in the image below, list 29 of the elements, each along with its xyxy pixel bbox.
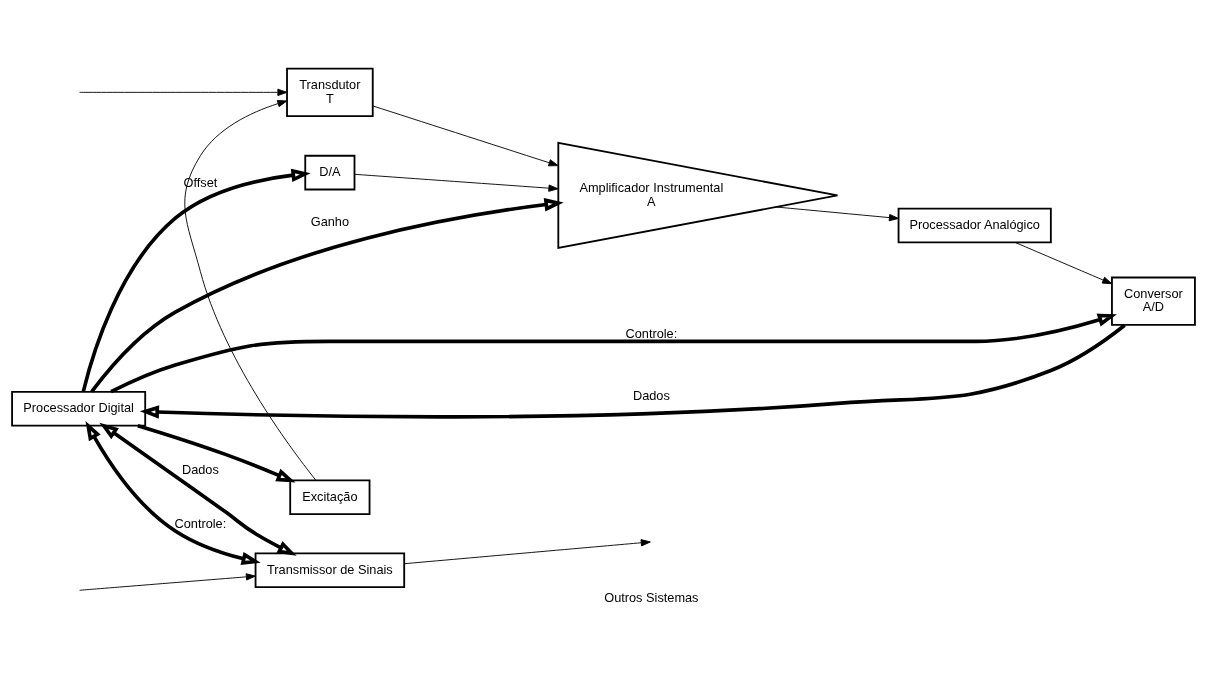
arrow <box>81 168 311 393</box>
edge-label: Controle: <box>174 515 227 531</box>
arrow <box>110 313 1117 394</box>
node-box: Transmissor de Sinais <box>254 552 406 588</box>
node-box: Conversor A/D <box>1111 276 1196 326</box>
arrow <box>354 173 559 192</box>
edge-label: Ganho <box>310 213 350 229</box>
node-box: Excitação <box>289 479 371 516</box>
node-box: D/A <box>304 154 356 191</box>
arrow <box>404 539 651 565</box>
arrow <box>99 422 297 556</box>
node-box: Processador Digital <box>11 391 147 427</box>
node-box: Processador Analógico <box>897 207 1052 244</box>
arrow <box>85 421 261 566</box>
edge-label: Dados <box>632 387 670 403</box>
node-box: Transdutor T <box>286 67 374 117</box>
arrow <box>184 100 317 481</box>
arrow <box>139 323 1126 419</box>
arrow <box>79 573 256 591</box>
arrow <box>1014 242 1113 285</box>
label: Outros Sistemas <box>604 589 699 605</box>
arrow <box>775 206 899 222</box>
arrow <box>372 105 559 167</box>
arrow <box>90 198 564 393</box>
edge-label: Offset <box>183 175 218 191</box>
edge-label: Controle: <box>625 325 678 341</box>
arrow <box>137 423 296 483</box>
arrow <box>79 88 288 96</box>
edge-label: Dados <box>181 461 219 477</box>
